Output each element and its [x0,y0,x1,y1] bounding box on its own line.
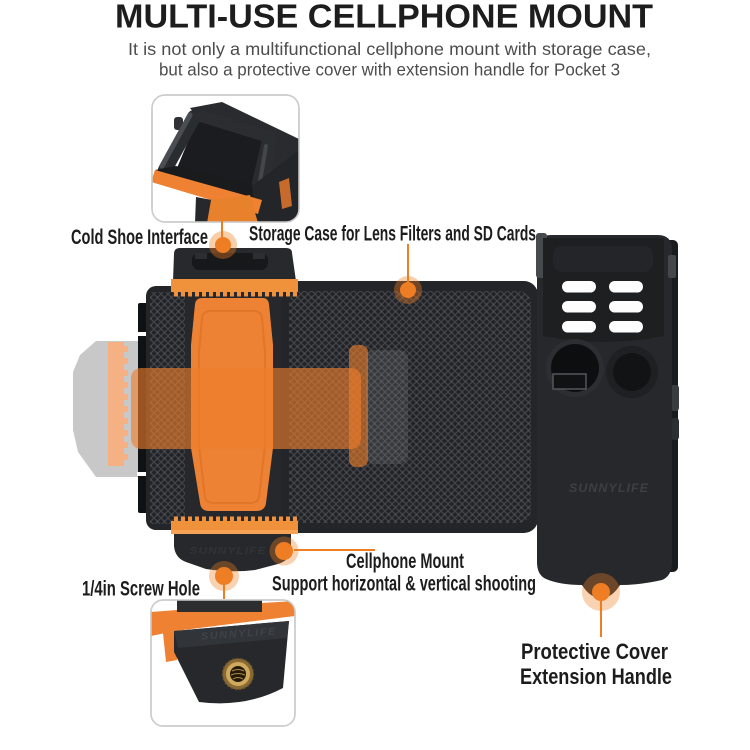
svg-text:SUNNYLIFE: SUNNYLIFE [569,481,649,495]
svg-text:SUNNYLIFE: SUNNYLIFE [190,545,267,557]
svg-text:Cold Shoe Interface: Cold Shoe Interface [71,226,208,249]
svg-text:Cellphone Mount: Cellphone Mount [346,550,464,573]
svg-text:SUNNYLIFE: SUNNYLIFE [201,626,278,642]
svg-text:1/4in Screw Hole: 1/4in Screw Hole [82,578,200,601]
svg-text:Storage Case for Lens Filters: Storage Case for Lens Filters and SD Car… [249,223,536,246]
svg-text:but also a protective cover wi: but also a protective cover with extensi… [159,60,620,80]
svg-text:It is not only a multifunction: It is not only a multifunctional cellpho… [128,39,651,59]
svg-text:Extension Handle: Extension Handle [520,664,672,689]
svg-text:Support horizontal & vertical: Support horizontal & vertical shooting [272,573,536,596]
svg-text:Protective Cover: Protective Cover [521,639,668,664]
svg-text:MULTI-USE CELLPHONE MOUNT: MULTI-USE CELLPHONE MOUNT [115,0,653,35]
